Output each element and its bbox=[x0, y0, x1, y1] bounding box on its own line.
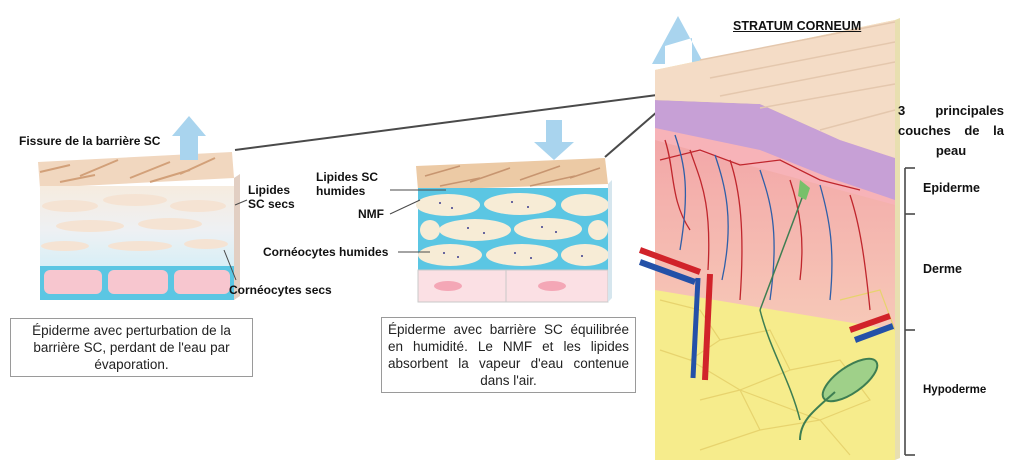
left-block-base-cells bbox=[44, 270, 230, 294]
right-evaporation-arrow bbox=[652, 16, 704, 64]
left-skin-block bbox=[38, 152, 240, 300]
stratum-corneum-title: STRATUM CORNEUM bbox=[733, 19, 862, 33]
left-evaporation-arrow bbox=[172, 116, 206, 160]
connector-line-left bbox=[234, 91, 681, 151]
couches-label: 3 principales couches de la peau bbox=[898, 103, 1004, 158]
right-skin-block bbox=[638, 18, 900, 460]
corneocytes-humides-label: Cornéocytes humides bbox=[263, 245, 389, 259]
nmf-label: NMF bbox=[358, 207, 384, 221]
middle-block-nmf-dots bbox=[439, 201, 583, 259]
pacinian-corpuscle bbox=[821, 357, 879, 403]
middle-absorption-arrow bbox=[534, 120, 574, 160]
lipides-humides-label-line2: humides bbox=[316, 184, 366, 198]
layer-bracket bbox=[904, 167, 915, 456]
blood-vessels bbox=[638, 247, 895, 381]
caption-middle: Épiderme avec barrière SC équilibrée en … bbox=[381, 317, 636, 393]
fissure-label: Fissure de la barrière SC bbox=[19, 134, 161, 148]
left-block-cracks bbox=[39, 157, 216, 183]
caption-left: Épiderme avec perturbation de la barrièr… bbox=[10, 318, 253, 377]
middle-skin-block bbox=[416, 158, 612, 303]
left-block-top-layer bbox=[38, 152, 234, 188]
nerves bbox=[759, 189, 806, 421]
layer-label-derme: Derme bbox=[923, 262, 962, 276]
stratum-corneum-layer bbox=[655, 20, 895, 158]
capillaries-red bbox=[659, 139, 871, 311]
leader-lines bbox=[223, 189, 446, 281]
left-block-cells bbox=[41, 194, 228, 251]
corneocytes-secs-label: Cornéocytes secs bbox=[229, 283, 332, 297]
layer-label-hypoderme: Hypoderme bbox=[923, 384, 987, 396]
lipides-secs-label-line1: Lipides bbox=[248, 183, 291, 197]
layer-label-epiderme: Epiderme bbox=[923, 181, 980, 195]
lipides-secs-label-line2: SC secs bbox=[248, 197, 295, 211]
lipid-band bbox=[655, 100, 895, 200]
lipides-humides-label-line1: Lipides SC bbox=[316, 170, 379, 184]
middle-block-cells bbox=[416, 193, 609, 266]
